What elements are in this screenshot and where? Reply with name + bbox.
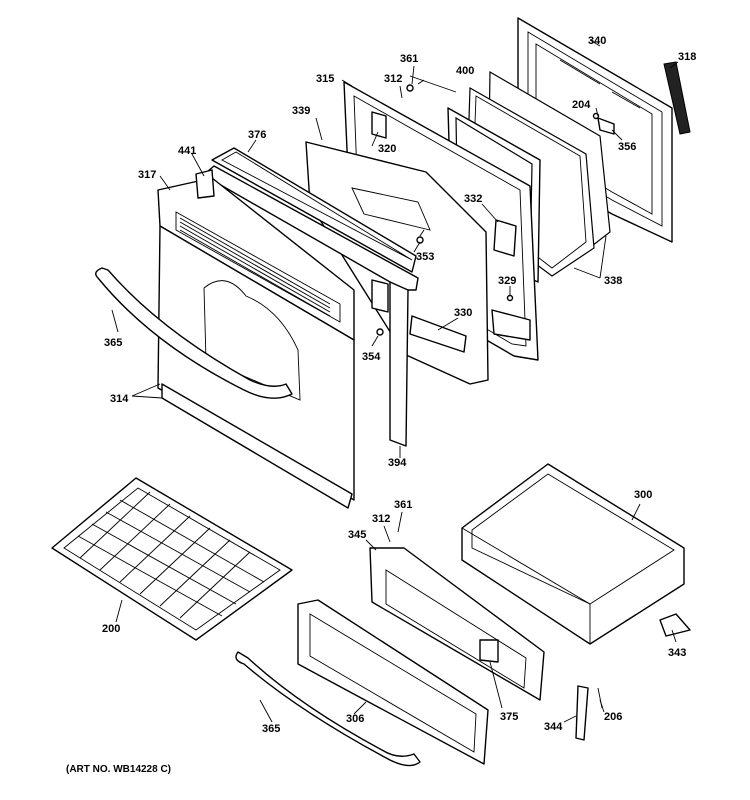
label-329: 329 — [498, 275, 516, 287]
oven-rack-200 — [51, 477, 293, 641]
label-332: 332 — [464, 193, 482, 205]
label-356: 356 — [618, 141, 636, 153]
drawer-glide-343 — [659, 613, 691, 637]
label-353: 353 — [416, 251, 434, 263]
label-314: 314 — [110, 393, 129, 405]
label-312-top: 312 — [384, 73, 402, 85]
drawer-inner-panel-345 — [369, 547, 545, 701]
label-394: 394 — [388, 457, 407, 469]
label-338: 338 — [604, 275, 622, 287]
label-318: 318 — [678, 51, 696, 63]
label-300: 300 — [634, 489, 652, 501]
label-204: 204 — [572, 99, 591, 111]
drawer-bracket-344 — [575, 685, 603, 741]
label-375: 375 — [500, 711, 518, 723]
label-200: 200 — [102, 623, 120, 635]
label-345: 345 — [348, 529, 366, 541]
label-361-top: 361 — [400, 53, 418, 65]
label-354: 354 — [362, 351, 381, 363]
label-361-bottom: 361 — [394, 499, 412, 511]
drawer-handle-365 — [235, 651, 421, 767]
art-number: (ART NO. WB14228 C) — [66, 764, 171, 775]
drawer-front-306 — [297, 599, 489, 765]
hinge-bracket-356 — [592, 112, 615, 135]
label-339: 339 — [292, 105, 310, 117]
label-315: 315 — [316, 73, 334, 85]
storage-drawer-300 — [461, 463, 685, 645]
label-317: 317 — [138, 169, 156, 181]
label-330: 330 — [454, 307, 472, 319]
label-376: 376 — [248, 129, 266, 141]
door-trim-376 — [199, 147, 419, 291]
door-gasket-318 — [663, 61, 691, 135]
door-handle-365 — [95, 267, 293, 399]
label-365-door: 365 — [104, 337, 122, 349]
label-343: 343 — [668, 647, 686, 659]
door-side-trim-394 — [371, 279, 409, 447]
leader-lines — [111, 39, 679, 723]
door-outer-panel-314 — [157, 225, 355, 509]
label-306: 306 — [346, 713, 364, 725]
part-labels: 340 318 361 312 315 400 204 339 376 320 … — [102, 35, 696, 735]
label-340: 340 — [588, 35, 606, 47]
label-312-bottom: 312 — [372, 513, 390, 525]
label-365-drawer: 365 — [262, 723, 280, 735]
label-441: 441 — [178, 145, 196, 157]
label-400: 400 — [456, 65, 474, 77]
label-206: 206 — [604, 711, 622, 723]
label-320: 320 — [378, 143, 396, 155]
label-344: 344 — [544, 721, 563, 733]
door-top-panel-317 — [157, 169, 355, 341]
